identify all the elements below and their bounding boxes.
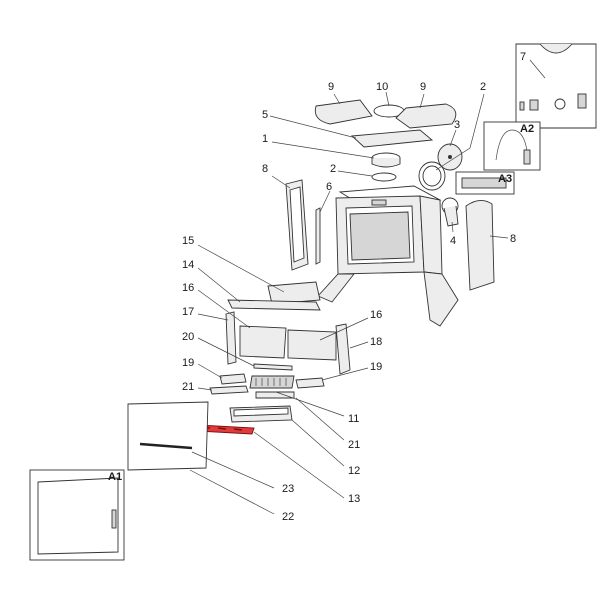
- part-20-grate-rail[interactable]: [253, 363, 293, 371]
- callout-21-right: 21: [348, 439, 360, 451]
- part-11-ash-pan[interactable]: [229, 405, 293, 423]
- callout-11: 11: [348, 413, 359, 425]
- callout-16-right: 16: [370, 309, 382, 321]
- callout-19-right: 19: [370, 361, 382, 373]
- callout-18: 18: [370, 336, 382, 348]
- stove-body[interactable]: [317, 185, 459, 327]
- part-9-right-top-plate[interactable]: [395, 103, 457, 129]
- callout-3: 3: [454, 119, 460, 131]
- callout-8-right: 8: [510, 233, 516, 245]
- callout-4: 4: [450, 235, 456, 247]
- part-16-back-firebrick-left[interactable]: [239, 325, 287, 359]
- part-5-top-cover[interactable]: [350, 129, 434, 148]
- callout-16-left: 16: [182, 282, 194, 294]
- part-6-rod[interactable]: [315, 207, 321, 265]
- inset-a2: [483, 121, 541, 171]
- callout-10: 10: [376, 81, 388, 93]
- part-19-left-hearth-brick[interactable]: [219, 373, 247, 385]
- callout-9-right: 9: [420, 81, 426, 93]
- inset-label-a3: A3: [498, 173, 512, 185]
- inset-label-a2: A2: [520, 123, 534, 135]
- callout-23: 23: [282, 483, 294, 495]
- part-8-right-side-panel[interactable]: [465, 200, 495, 291]
- inset-a1-door: [29, 469, 125, 561]
- callout-13: 13: [348, 493, 360, 505]
- callout-17: 17: [182, 306, 194, 318]
- callout-14: 14: [182, 259, 194, 271]
- part-4-spigot[interactable]: [441, 197, 459, 227]
- part-17-left-firebrick[interactable]: [225, 311, 237, 365]
- grate[interactable]: [249, 375, 295, 389]
- part-21-left-front-brick[interactable]: [209, 385, 249, 395]
- callout-9-left: 9: [328, 81, 334, 93]
- callout-22: 22: [282, 511, 294, 523]
- part-9-left-top-plate[interactable]: [314, 99, 373, 125]
- part-15-baffle[interactable]: [267, 281, 321, 305]
- part-16-back-firebrick-right[interactable]: [287, 329, 337, 361]
- callout-2-top: 2: [480, 81, 486, 93]
- callout-7: 7: [520, 51, 526, 63]
- callout-19-left: 19: [182, 357, 194, 369]
- part-2-round-gasket[interactable]: [418, 161, 446, 191]
- inset-label-a1: A1: [108, 471, 122, 483]
- door-glass[interactable]: [127, 401, 209, 471]
- part-21-right-front-brick[interactable]: [255, 391, 295, 399]
- part-23-door-bar[interactable]: [139, 442, 193, 450]
- inset-labels: A2 A3 A1: [108, 123, 534, 483]
- callout-21-left: 21: [182, 381, 194, 393]
- callout-1: 1: [262, 133, 268, 145]
- part-2-gasket-ring[interactable]: [371, 172, 397, 182]
- part-19-right-hearth-brick[interactable]: [295, 377, 325, 389]
- callout-8-left: 8: [262, 163, 268, 175]
- part-1-flue-collar[interactable]: [371, 152, 401, 168]
- callout-2-mid: 2: [330, 163, 336, 175]
- callout-labels: 7 9 10 9 2 5 3 1 2 8 6 4 8 15 14 16 17 1…: [182, 51, 526, 523]
- callout-15: 15: [182, 235, 194, 247]
- callout-12: 12: [348, 465, 360, 477]
- inset-a3: [455, 171, 515, 195]
- callout-20: 20: [182, 331, 194, 343]
- callout-6: 6: [326, 181, 332, 193]
- leader-lines: [189, 59, 546, 515]
- part-3-round-cover[interactable]: [437, 143, 463, 171]
- part-18-right-firebrick[interactable]: [335, 323, 351, 375]
- callout-5: 5: [262, 109, 268, 121]
- part-14-throat-plate[interactable]: [227, 299, 321, 311]
- part-8-left-side-panel[interactable]: [285, 179, 309, 271]
- part-7-back-panel[interactable]: [515, 43, 597, 129]
